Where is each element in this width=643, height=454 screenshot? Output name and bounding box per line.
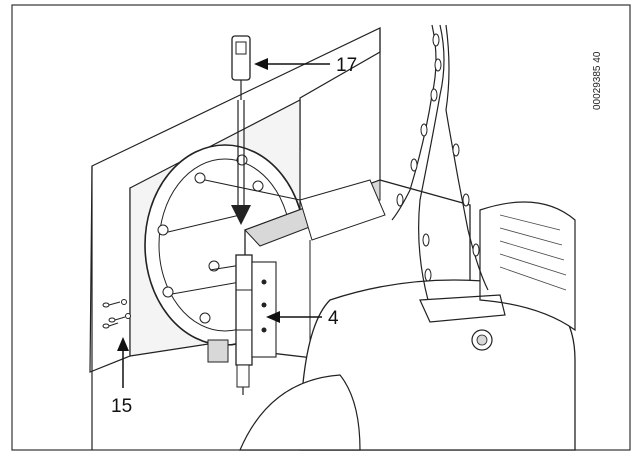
callout-17-label: 17 <box>336 55 357 76</box>
callout-4-label: 4 <box>328 308 339 329</box>
chain-links <box>396 33 480 282</box>
screws <box>102 299 131 329</box>
callout-4-leader <box>266 311 322 323</box>
callout-17-leader <box>254 58 330 70</box>
sight-glass-inner <box>476 334 488 346</box>
hinge-assembly <box>207 254 277 395</box>
insertion-arrowhead <box>231 205 251 225</box>
motor-casing <box>479 201 576 332</box>
hinge-pin-part <box>231 35 251 100</box>
inlet-cover <box>239 374 361 451</box>
callout-15-leader <box>117 337 129 388</box>
housing-flange-top <box>299 179 386 241</box>
document-id: 00029385 40 <box>592 51 603 110</box>
insertion-arrow <box>237 100 245 210</box>
cooling-ribs <box>499 214 567 291</box>
flange-bolts <box>157 154 264 324</box>
callout-15-label: 15 <box>111 396 132 417</box>
